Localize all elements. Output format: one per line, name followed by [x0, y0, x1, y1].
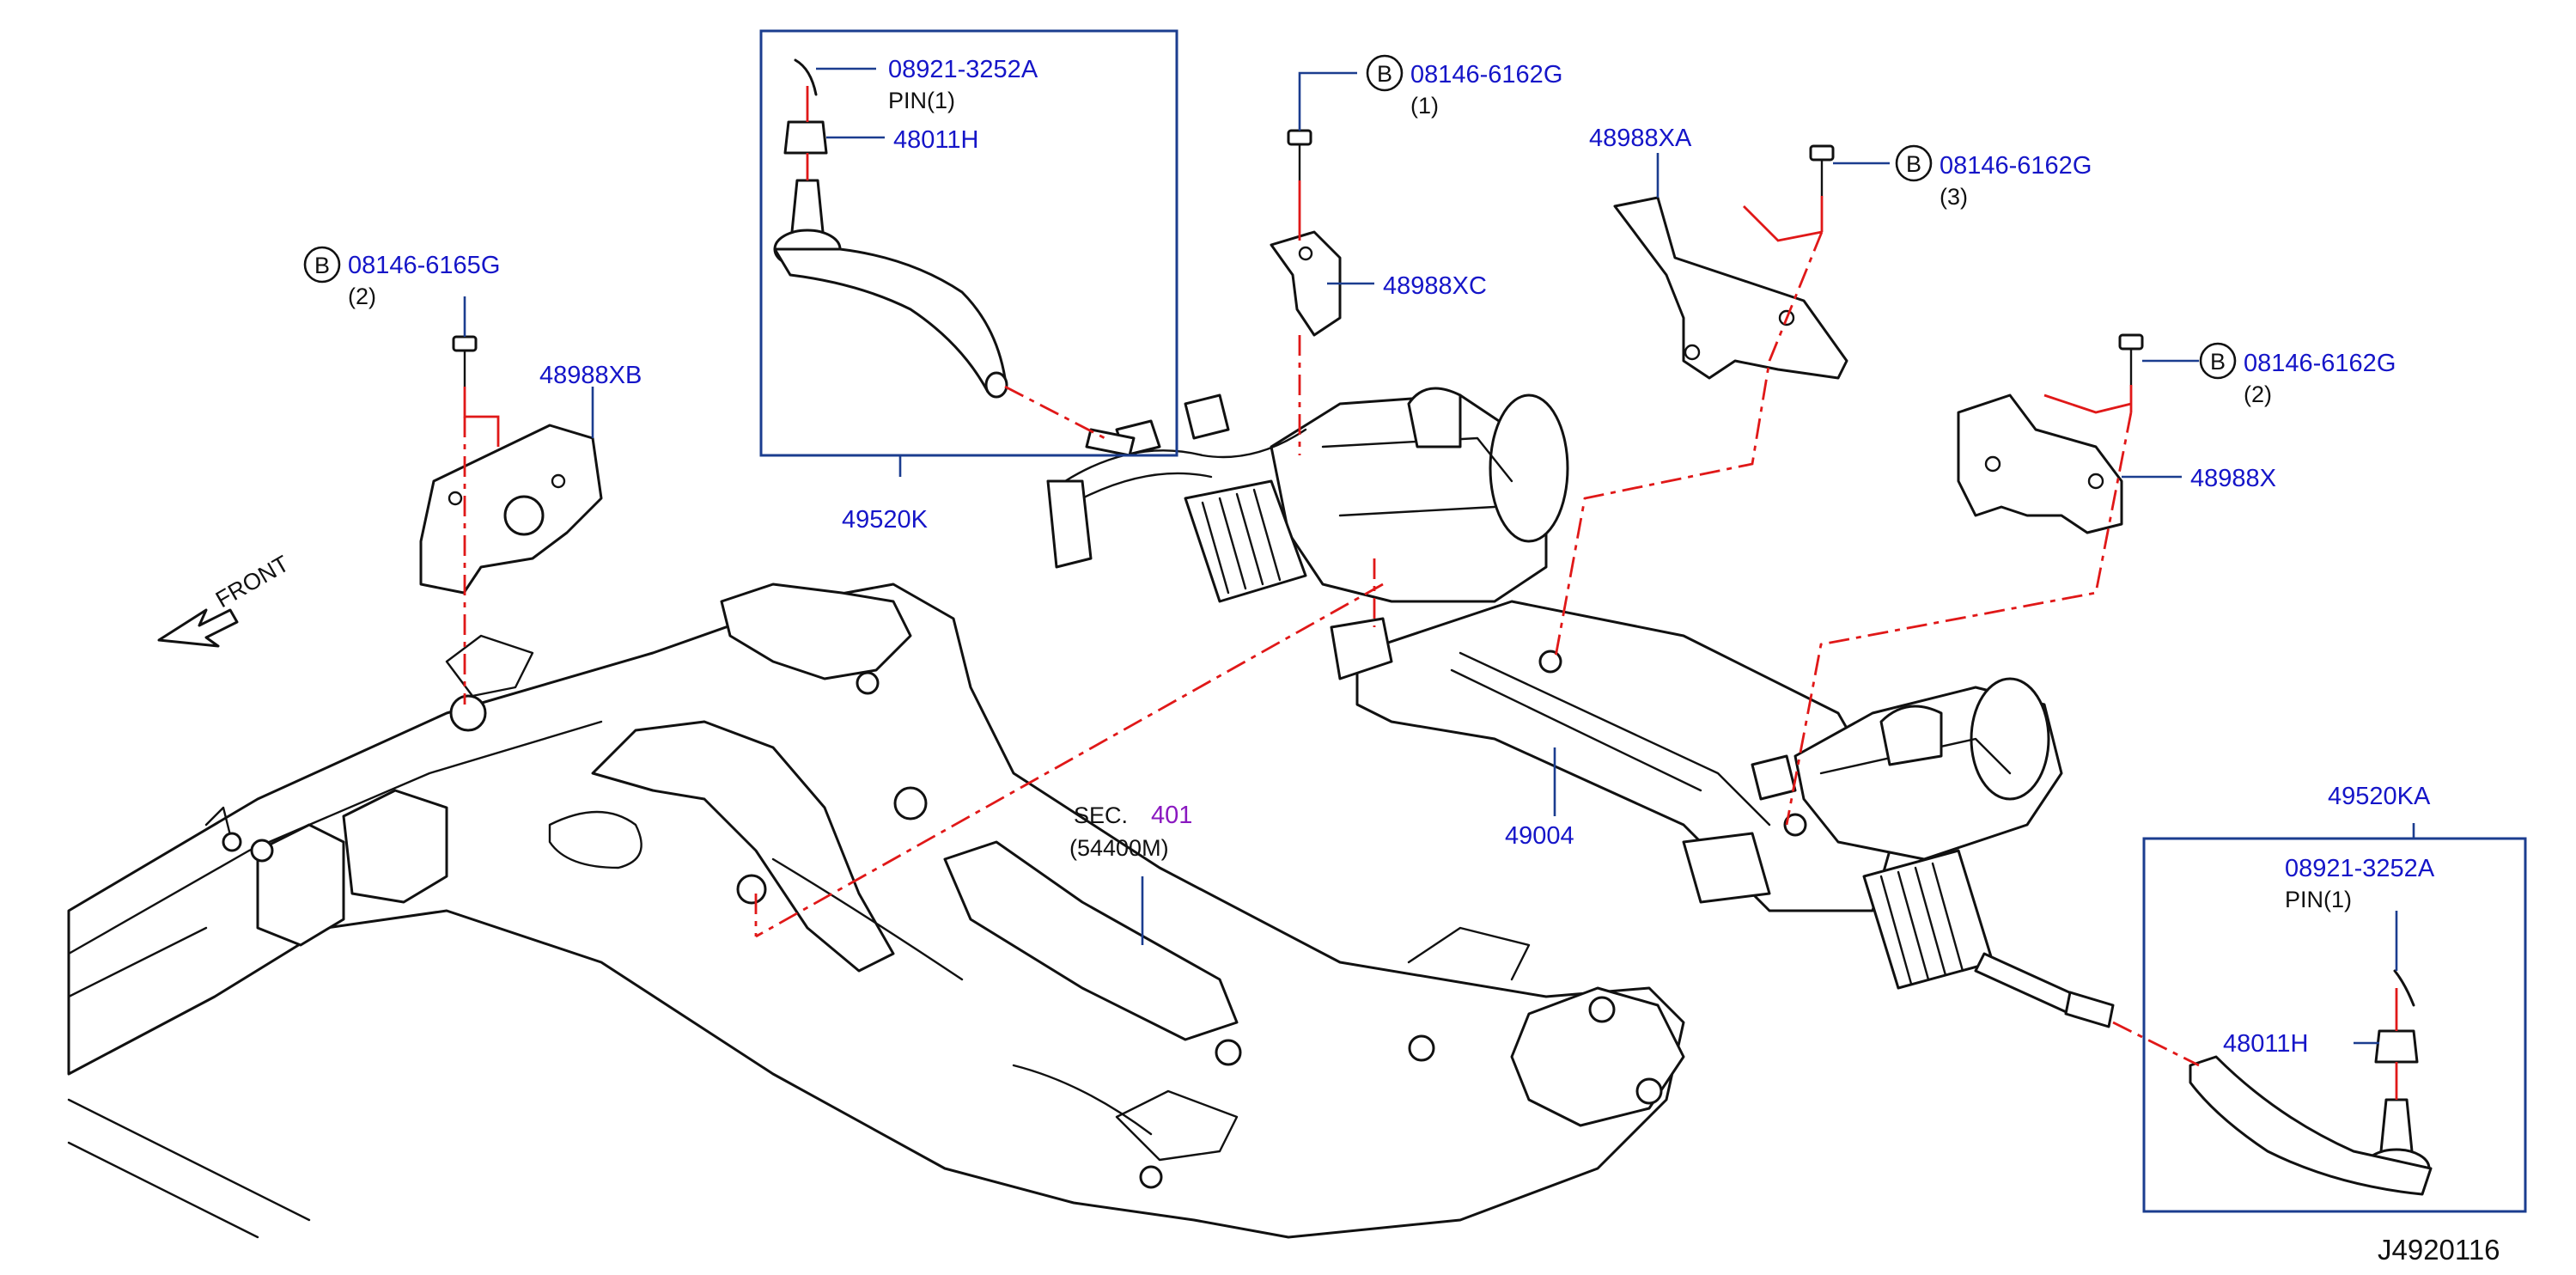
label-section-part: (54400M)	[1069, 835, 1169, 861]
front-label: FRONT	[211, 551, 294, 613]
b-marker-xa: B	[1895, 144, 1933, 182]
label-pin-left: 08921-3252A	[888, 56, 1038, 83]
label-section-number: 401	[1151, 802, 1192, 829]
label-section-prefix: SEC.	[1074, 802, 1128, 828]
label-bolt-center: 08146-6162G	[1410, 61, 1562, 88]
label-tie-rod-left: 49520K	[842, 506, 929, 534]
bolt-08146-6162g-x	[2118, 333, 2144, 387]
label-tie-rod-right: 49520KA	[2328, 783, 2431, 810]
b-marker-xb-label: B	[314, 253, 330, 278]
detail-frame-left	[759, 29, 1178, 457]
label-bolt-x: 08146-6162G	[2244, 350, 2396, 377]
label-gear-assy: 49004	[1505, 822, 1574, 850]
power-steering-gear-assembly	[1046, 387, 2115, 1028]
diagram-code: J4920116	[2378, 1234, 2500, 1266]
label-nut-right: 48011H	[2223, 1030, 2308, 1058]
label-pin-left-note: PIN(1)	[888, 88, 955, 113]
label-pin-right: 08921-3252A	[2285, 855, 2435, 882]
label-bolt-xb: 08146-6165G	[348, 252, 500, 279]
b-marker-center: B	[1366, 54, 1404, 92]
label-bracket-xc: 48988XC	[1383, 272, 1487, 300]
b-marker-x-label: B	[2210, 349, 2226, 375]
assembly-lines	[463, 86, 2398, 1100]
label-pin-right-note: PIN(1)	[2285, 887, 2352, 912]
b-marker-xa-label: B	[1906, 151, 1921, 177]
label-bolt-center-qty: (1)	[1410, 93, 1439, 119]
bolt-08146-6162g-center	[1287, 129, 1312, 182]
label-bolt-x-qty: (2)	[2244, 381, 2272, 407]
b-marker-xb: B	[303, 246, 341, 284]
label-bolt-xb-qty: (2)	[348, 284, 376, 309]
bracket-48988xb	[419, 424, 603, 595]
tie-rod-end-left	[773, 58, 1008, 399]
bracket-48988x	[1957, 393, 2123, 534]
label-nut-left: 48011H	[893, 126, 978, 154]
label-bolt-xa-qty: (3)	[1940, 184, 1968, 210]
bolt-08146-6165g	[452, 335, 478, 388]
bracket-48988xa	[1613, 196, 1848, 380]
bolt-08146-6162g-xa	[1809, 144, 1835, 198]
label-bolt-xa: 08146-6162G	[1940, 152, 2092, 180]
label-bracket-x: 48988X	[2190, 465, 2276, 492]
label-bracket-xb: 48988XB	[539, 362, 642, 389]
b-marker-x: B	[2199, 342, 2237, 380]
detail-frame-right	[2142, 837, 2527, 1213]
bracket-48988xc	[1270, 230, 1342, 337]
front-suspension-member	[67, 583, 1685, 1239]
label-bracket-xa: 48988XA	[1589, 125, 1692, 152]
tie-rod-end-right	[2189, 969, 2433, 1196]
b-marker-center-label: B	[1377, 61, 1392, 87]
leader-lines	[463, 67, 2415, 1045]
front-direction-arrow: FRONT	[157, 551, 294, 648]
